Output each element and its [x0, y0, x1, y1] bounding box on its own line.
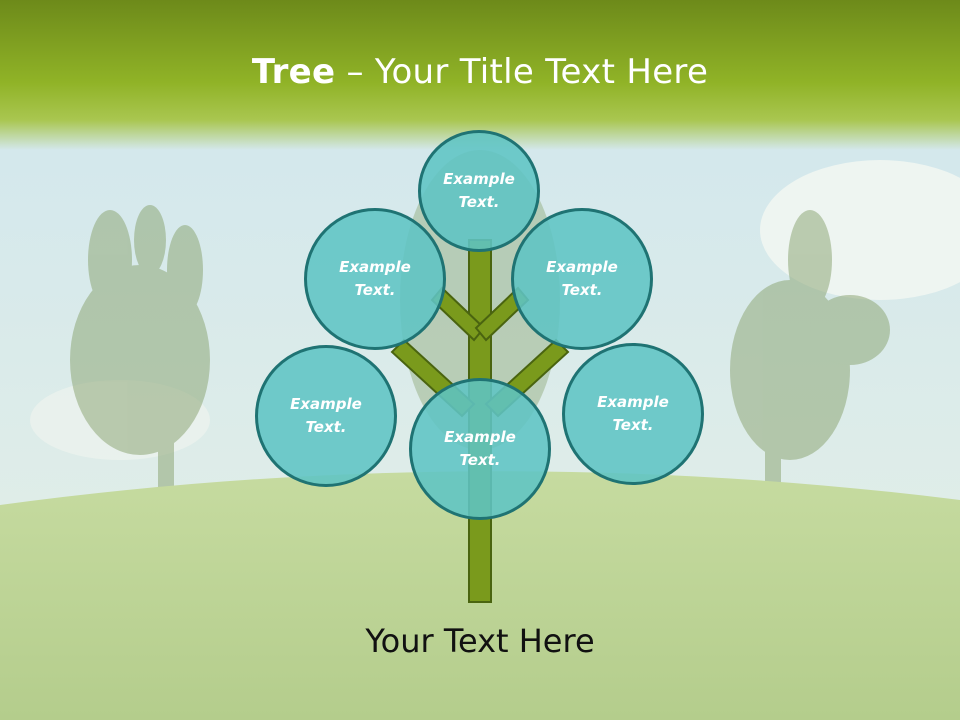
- slide-title: Tree – Your Title Text Here: [0, 52, 960, 92]
- node-lower-right-line2: Text.: [612, 416, 654, 434]
- node-upper-left-line1: Example: [339, 258, 411, 276]
- node-upper-left-line2: Text.: [354, 281, 396, 299]
- footer-text: Your Text Here: [365, 622, 595, 660]
- node-top-line1: Example: [443, 170, 515, 188]
- title-bold: Tree: [251, 52, 336, 92]
- node-center-line1: Example: [444, 428, 516, 446]
- node-top-line2: Text.: [458, 193, 500, 211]
- node-lower-right-line1: Example: [597, 393, 669, 411]
- node-center-line2: Text.: [459, 451, 501, 469]
- title-rest: – Your Title Text Here: [335, 52, 709, 92]
- node-lower-left-line2: Text.: [305, 418, 347, 436]
- node-upper-right-line1: Example: [546, 258, 618, 276]
- node-upper-right-line2: Text.: [561, 281, 603, 299]
- node-lower-left-line1: Example: [290, 395, 362, 413]
